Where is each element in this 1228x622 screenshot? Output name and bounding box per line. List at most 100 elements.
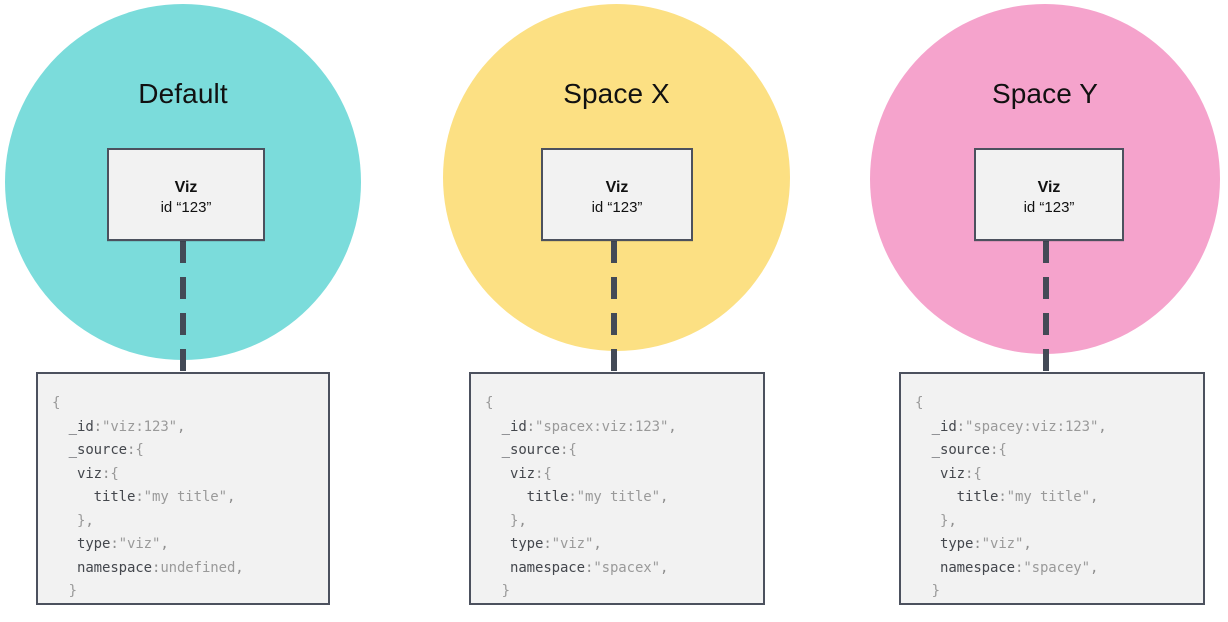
code-token: { [973, 465, 982, 482]
code-line: _source:{ [915, 442, 1007, 458]
code-line: }, [52, 513, 94, 529]
code-token: "my title" [143, 489, 227, 505]
code-token: : [102, 465, 111, 482]
connector-line-default [180, 241, 186, 374]
code-line: _id:"viz:123", [52, 418, 186, 435]
code-line: title:"my title", [485, 489, 669, 505]
code-token: : [526, 418, 536, 435]
code-token: : [535, 465, 544, 482]
code-token: _id [501, 418, 527, 435]
code-token: "spacey" [1023, 559, 1090, 576]
code-token: { [52, 395, 61, 411]
code-line: }, [915, 513, 957, 529]
viz-node-id: id “123” [160, 198, 212, 216]
code-token [915, 419, 932, 435]
code-token: "viz:123" [102, 418, 177, 435]
code-line: } [915, 583, 940, 599]
code-token: , [160, 536, 169, 552]
code-token: { [485, 395, 494, 411]
code-line: _source:{ [485, 442, 577, 458]
code-token: "my title" [576, 489, 660, 505]
code-line: namespace:"spacey", [915, 560, 1098, 576]
code-token: : [956, 418, 966, 435]
code-token: title [956, 489, 999, 505]
code-token: "viz" [981, 536, 1024, 552]
code-token: _source [501, 442, 560, 458]
code-token: : [973, 536, 982, 552]
code-line: viz:{ [52, 466, 119, 482]
document-code-panel-default: { _id:"viz:123", _source:{ viz:{ title:"… [36, 372, 330, 605]
code-token: "viz" [551, 536, 594, 552]
code-token: } [940, 512, 949, 529]
space-title-spacey: Space Y [991, 78, 1099, 109]
code-token: _source [931, 442, 990, 458]
code-token: "spacex" [593, 559, 660, 576]
code-token: } [68, 583, 78, 599]
code-token: } [77, 512, 86, 529]
viz-node-id: id “123” [591, 198, 643, 216]
code-block: { _id:"spacey:viz:123", _source:{ viz:{ … [915, 392, 1189, 603]
code-token: { [135, 442, 144, 458]
code-token: , [85, 512, 94, 529]
code-token: type [940, 536, 974, 552]
code-token: , [948, 512, 957, 529]
code-token: : [568, 489, 577, 505]
code-token: viz [510, 465, 535, 482]
viz-node-title: Viz [605, 178, 629, 196]
code-line: viz:{ [915, 466, 982, 482]
code-line: { [485, 395, 493, 411]
document-code-panel-spacey: { _id:"spacey:viz:123", _source:{ viz:{ … [899, 372, 1205, 605]
code-token: : [989, 442, 999, 458]
code-line: { [52, 395, 60, 411]
code-token: : [135, 489, 144, 505]
code-line: namespace:undefined, [52, 560, 244, 576]
code-token: { [110, 465, 119, 482]
code-token: title [93, 489, 136, 505]
code-line: title:"my title", [52, 489, 236, 505]
code-token: , [1098, 418, 1107, 435]
code-token: title [526, 489, 569, 505]
code-line: type:"viz", [485, 536, 602, 552]
code-token: undefined [160, 559, 236, 576]
code-token: , [1023, 536, 1032, 552]
code-token: : [1014, 559, 1024, 576]
code-token [915, 513, 940, 529]
code-token: viz [940, 465, 965, 482]
code-line: type:"viz", [915, 536, 1032, 552]
connector-line-spacey [1043, 241, 1049, 374]
code-token: _id [931, 418, 957, 435]
code-token: , [226, 489, 236, 505]
code-token: : [93, 418, 103, 435]
code-block: { _id:"spacex:viz:123", _source:{ viz:{ … [485, 392, 749, 603]
code-line: } [52, 583, 77, 599]
code-token: type [510, 536, 544, 552]
code-token: "my title" [1006, 489, 1090, 505]
code-token: , [1089, 559, 1099, 576]
code-token [915, 583, 932, 599]
code-token: : [543, 536, 552, 552]
code-token: viz [77, 465, 102, 482]
code-token: : [110, 536, 119, 552]
code-token: "spacex:viz:123" [535, 418, 669, 435]
code-token: , [659, 559, 669, 576]
code-token: } [510, 512, 519, 529]
code-line: viz:{ [485, 466, 552, 482]
code-token: : [559, 442, 569, 458]
code-token [915, 442, 932, 458]
code-token: : [998, 489, 1007, 505]
code-token: namespace [510, 559, 585, 576]
viz-node-spacex[interactable]: Viz id “123” [541, 148, 693, 241]
code-token [915, 489, 957, 505]
code-token: { [915, 395, 924, 411]
code-token: , [1089, 489, 1099, 505]
code-token: , [176, 418, 186, 435]
document-code-panel-spacex: { _id:"spacex:viz:123", _source:{ viz:{ … [469, 372, 765, 605]
code-token: { [568, 442, 577, 458]
code-token: type [77, 536, 111, 552]
code-token: : [584, 559, 594, 576]
